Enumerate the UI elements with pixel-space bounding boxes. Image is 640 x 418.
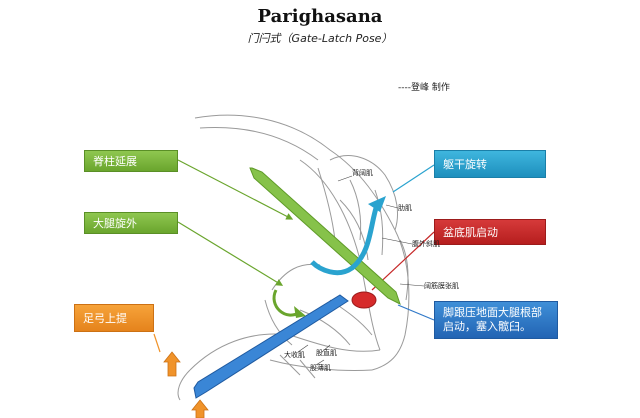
pelvic-floor-marker xyxy=(351,291,377,309)
callout-connectors-green xyxy=(177,159,294,286)
heel-press-label: 脚跟压地面大腿根部启动，塞入髋臼。 xyxy=(434,301,558,339)
muscle-obliques: 腹外斜肌 xyxy=(412,240,440,248)
muscle-ribs: 肋肌 xyxy=(398,204,412,212)
leg-arrow-shape xyxy=(193,294,349,399)
callout-connector-cyan xyxy=(392,164,435,193)
callout-connector-blue xyxy=(397,304,435,321)
pelvic-floor-label: 盆底肌启动 xyxy=(434,219,546,245)
foot-arch-lift-label: 足弓上提 xyxy=(74,304,154,332)
trunk-rotation-arc xyxy=(310,201,381,276)
page-title: Parighasana xyxy=(257,6,383,27)
muscle-rectus-femoris: 股直肌 xyxy=(316,349,337,357)
muscle-gracilis: 股薄肌 xyxy=(310,364,331,372)
rotation-arrowhead xyxy=(368,196,386,212)
leader-lines xyxy=(297,175,425,366)
spine-extension-label: 脊柱延展 xyxy=(84,150,178,172)
trunk-rotation-label: 躯干旋转 xyxy=(434,150,546,178)
spine-arrow-shape xyxy=(249,167,401,305)
callout-connector-orange xyxy=(153,333,161,353)
thigh-rotation-arrowhead xyxy=(294,306,306,318)
foot-arch-arrows xyxy=(163,351,209,418)
muscle-latissimus: 背阔肌 xyxy=(352,169,373,177)
muscle-tfl: 阔筋膜张肌 xyxy=(424,282,459,290)
muscle-adductor: 大收肌 xyxy=(284,351,305,359)
page-subtitle: 门闩式（Gate-Latch Pose） xyxy=(247,32,393,45)
thigh-external-rotation-label: 大腿旋外 xyxy=(84,212,178,234)
credit-text: ----登峰 制作 xyxy=(398,83,450,93)
